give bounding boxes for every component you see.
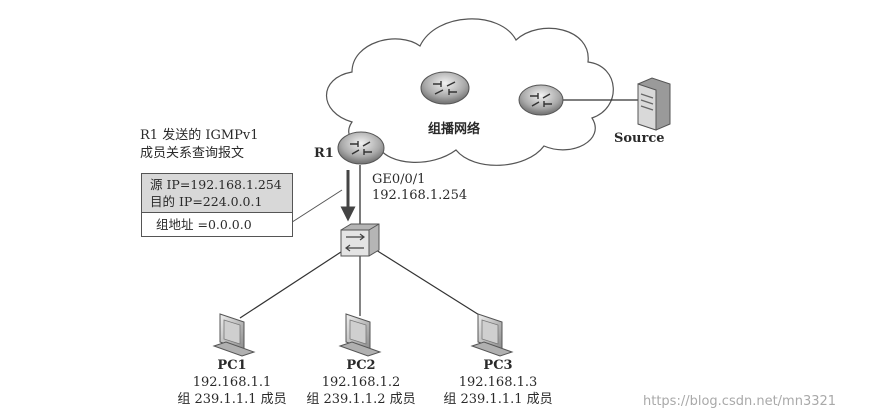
pc3-name: PC3 xyxy=(483,358,513,373)
packet-header: 源 IP=192.168.1.254 目的 IP=224.0.0.1 xyxy=(142,174,292,213)
router-r1-ip: 192.168.1.254 xyxy=(372,188,468,203)
link-switch-pc3 xyxy=(375,249,485,319)
switch-icon xyxy=(340,223,380,257)
pc2-icon xyxy=(338,313,382,357)
pc3-ip: 192.168.1.3 xyxy=(458,375,538,390)
multicast-network-label: 组播网络 xyxy=(428,122,481,137)
query-caption-line2: 成员关系查询报文 xyxy=(140,146,245,161)
packet-dst-ip: 目的 IP=224.0.0.1 xyxy=(150,194,263,209)
query-caption: R1 发送的 IGMPv1 成员关系查询报文 xyxy=(140,127,259,163)
router-r1-interface: GE0/0/1 xyxy=(372,172,426,187)
pc2-ip: 192.168.1.2 xyxy=(321,375,401,390)
multicast-cloud xyxy=(326,18,614,166)
packet-box: 源 IP=192.168.1.254 目的 IP=224.0.0.1 组地址 =… xyxy=(141,173,293,237)
query-caption-line1: R1 发送的 IGMPv1 xyxy=(140,128,259,143)
router-icon xyxy=(518,84,564,116)
pc1-name: PC1 xyxy=(217,358,247,373)
pc1-group: 组 239.1.1.1 成员 xyxy=(177,392,287,407)
router-r1-icon xyxy=(337,131,385,165)
router-r1-label: R1 xyxy=(314,146,334,161)
packet-src-ip: 源 IP=192.168.1.254 xyxy=(150,177,282,192)
pc2-label-block: PC2 192.168.1.2 组 239.1.1.2 成员 xyxy=(306,357,415,408)
pc3-group: 组 239.1.1.1 成员 xyxy=(443,392,553,407)
packet-callout-line xyxy=(285,189,343,227)
pc1-label-block: PC1 192.168.1.1 组 239.1.1.1 成员 xyxy=(177,357,286,408)
pc3-label-block: PC3 192.168.1.3 组 239.1.1.1 成员 xyxy=(443,357,552,408)
link-switch-pc1 xyxy=(239,249,345,319)
pc2-name: PC2 xyxy=(346,358,376,373)
watermark: https://blog.csdn.net/mn3321 xyxy=(643,394,837,409)
pc1-icon xyxy=(212,313,256,357)
source-label: Source xyxy=(614,131,665,146)
server-icon xyxy=(637,77,671,131)
pc2-group: 组 239.1.1.2 成员 xyxy=(306,392,416,407)
pc1-ip: 192.168.1.1 xyxy=(192,375,272,390)
router-icon xyxy=(420,71,470,105)
packet-group-address: 组地址 =0.0.0.0 xyxy=(156,217,252,232)
pc3-icon xyxy=(470,313,514,357)
